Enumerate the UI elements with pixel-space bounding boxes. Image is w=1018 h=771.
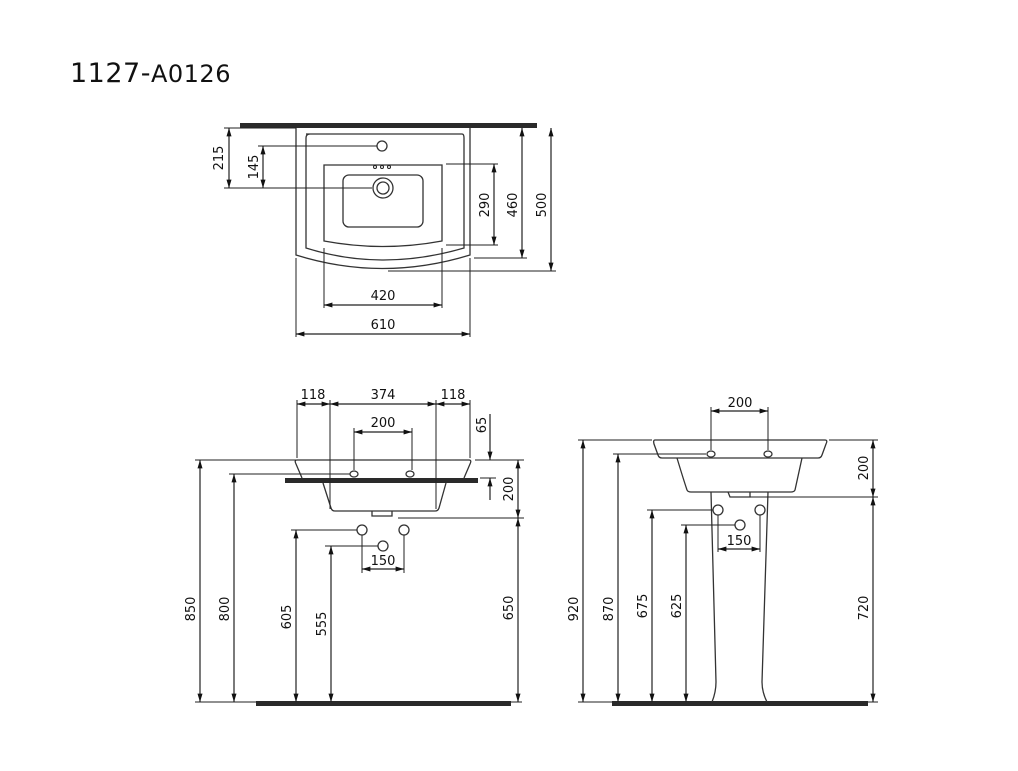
side-dim-200-taps: 200 (728, 396, 753, 411)
side-rim (653, 439, 828, 459)
side-view: 200 200 150 920 870 675 625 720 (567, 396, 878, 706)
dim-65: 65 (475, 417, 490, 434)
countertop (285, 478, 478, 483)
side-supply-right (754, 504, 766, 516)
drain-outer (372, 177, 394, 199)
floor-front (256, 701, 511, 706)
front-drain (371, 511, 393, 517)
dim-150: 150 (371, 554, 396, 569)
wall-top-view (240, 123, 537, 128)
side-dim-150: 150 (727, 534, 752, 549)
dim-650: 650 (502, 596, 517, 621)
supply-right (398, 524, 410, 536)
dim-374: 374 (371, 388, 396, 403)
basin-outline (295, 128, 471, 270)
dim-605: 605 (280, 605, 295, 630)
drawing-title: 1127-A0126 (70, 58, 231, 89)
pedestal-left (710, 491, 717, 703)
dim-215: 215 (212, 146, 227, 171)
dim-200-bowl: 200 (502, 477, 517, 502)
tap-hole-right (405, 470, 415, 478)
dim-200-taps: 200 (371, 416, 396, 431)
dim-460: 460 (506, 193, 521, 218)
front-bowl (322, 482, 447, 512)
dim-118-right: 118 (441, 388, 466, 403)
basin-rim (305, 133, 465, 261)
model-code: A0126 (150, 60, 231, 88)
dim-420: 420 (371, 289, 396, 304)
bowl-outline (323, 164, 443, 248)
side-dim-625: 625 (670, 594, 685, 619)
side-tap-right (763, 450, 773, 458)
bowl-inner (342, 174, 424, 228)
side-bowl (676, 457, 803, 493)
dim-145: 145 (247, 155, 262, 180)
side-dim-920: 920 (567, 597, 582, 622)
floor-side (612, 701, 868, 706)
side-dim-675: 675 (636, 594, 651, 619)
side-drain (727, 491, 751, 498)
side-supply-left (712, 504, 724, 516)
side-tap-left (706, 450, 716, 458)
tap-hole (376, 140, 388, 152)
side-waste (734, 519, 746, 531)
tap-hole-left (349, 470, 359, 478)
front-view: 118 374 118 200 65 200 150 (184, 388, 524, 706)
dim-610: 610 (371, 318, 396, 333)
top-view: 215 145 290 460 500 420 610 (212, 123, 556, 337)
waste-outlet (377, 540, 389, 552)
dim-555: 555 (315, 612, 330, 637)
front-rim (294, 459, 472, 479)
dim-118-left: 118 (301, 388, 326, 403)
dim-800: 800 (218, 597, 233, 622)
side-dim-720: 720 (857, 596, 872, 621)
side-dim-200-bowl: 200 (857, 456, 872, 481)
side-dim-870: 870 (602, 597, 617, 622)
dim-850: 850 (184, 597, 199, 622)
dim-500: 500 (535, 193, 550, 218)
pedestal-right (761, 491, 769, 703)
supply-left (356, 524, 368, 536)
title-separator: - (140, 58, 151, 89)
model-number: 1127 (70, 58, 141, 89)
drain-inner (376, 181, 390, 195)
dim-290: 290 (478, 193, 493, 218)
